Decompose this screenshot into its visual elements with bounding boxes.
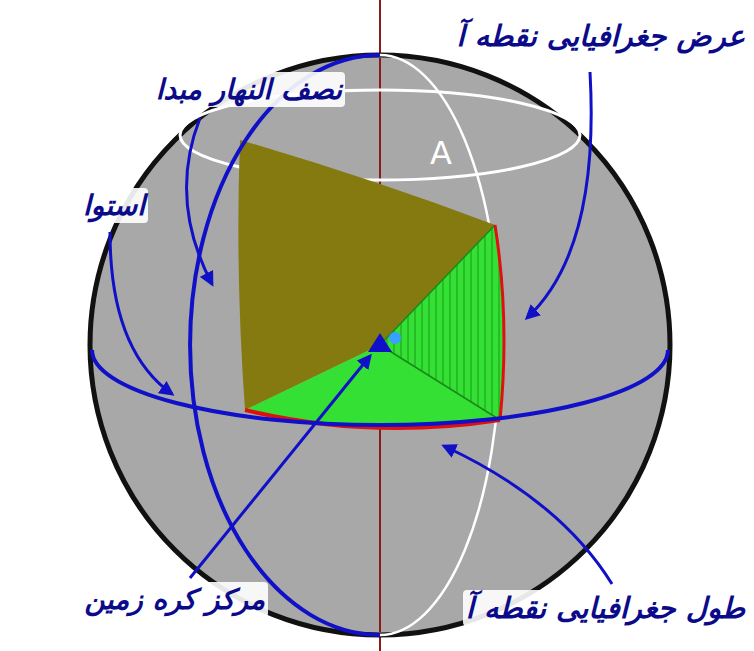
prime-meridian-label: نصف النهار مبدا [153,72,345,107]
point-label: A [430,137,452,169]
earth-center-label: مرکز کره زمین [82,582,268,617]
latitude-label: عرض جغرافیایی نقطه آ [454,18,748,54]
longitude-label: طول جغرافیایی نقطه آ [463,590,748,626]
equator-label: استوا [80,188,148,223]
